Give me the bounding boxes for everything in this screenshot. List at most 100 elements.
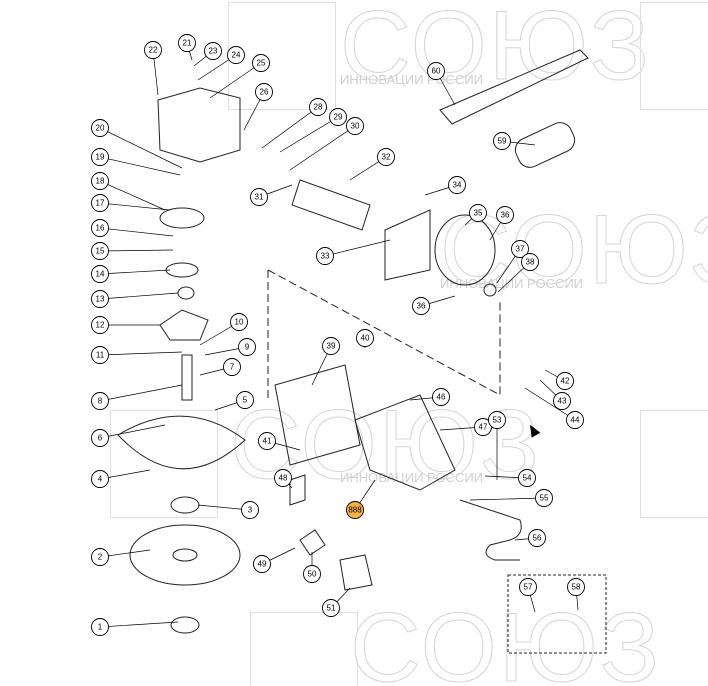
callout-circle xyxy=(322,337,340,355)
disc-hole xyxy=(172,548,198,562)
callout-circle xyxy=(469,204,487,222)
callout-15: 15 xyxy=(91,242,109,260)
callout-label: 40 xyxy=(361,334,370,343)
callout-label: 2 xyxy=(98,553,103,562)
leader-line xyxy=(99,269,171,275)
callout-50: 50 xyxy=(303,565,321,583)
callout-circle xyxy=(255,83,273,101)
watermark-subtitle: ИННОВАЦИИ РОССИИ xyxy=(440,276,584,291)
leader-line xyxy=(99,202,171,211)
callout-label: 39 xyxy=(327,342,336,351)
watermark-logo: СОЮЗ xyxy=(339,0,652,100)
callout-label: 12 xyxy=(96,321,105,330)
callout-40: 40 xyxy=(356,329,374,347)
callout-label: 18 xyxy=(96,177,105,186)
callout-9: 9 xyxy=(238,338,256,356)
callout-12: 12 xyxy=(91,316,109,334)
callout-label: 5 xyxy=(243,396,248,405)
callout-34: 34 xyxy=(448,176,466,194)
callout-label: 16 xyxy=(96,224,105,233)
callout-label: 56 xyxy=(533,534,542,543)
bearing xyxy=(177,286,195,300)
leader-line xyxy=(469,497,545,501)
callout-circle xyxy=(488,411,506,429)
callout-label: 34 xyxy=(453,181,462,190)
callout-label: 22 xyxy=(149,46,158,55)
watermark-logo-box xyxy=(250,612,358,686)
callout-label: 42 xyxy=(561,377,570,386)
callout-43: 43 xyxy=(553,392,571,410)
callout-circle xyxy=(316,247,334,265)
callout-2: 2 xyxy=(91,548,109,566)
callout-label: 44 xyxy=(571,416,580,425)
callout-label: 43 xyxy=(558,397,567,406)
callout-11: 11 xyxy=(91,346,109,364)
callout-label: 50 xyxy=(308,570,317,579)
callout-circle xyxy=(377,148,395,166)
callout-label: 10 xyxy=(235,318,244,327)
callout-label: 51 xyxy=(327,604,336,613)
callout-label: 54 xyxy=(523,474,532,483)
callout-7: 7 xyxy=(223,358,241,376)
callout-label: 35 xyxy=(474,209,483,218)
leader-line xyxy=(99,227,174,237)
callout-circle xyxy=(91,346,109,364)
callout-circle xyxy=(236,391,254,409)
callout-circle xyxy=(448,176,466,194)
callout-circle xyxy=(144,41,162,59)
leader-line xyxy=(289,125,356,171)
callout-circle xyxy=(346,117,364,135)
callout-58: 58 xyxy=(567,578,585,596)
leader-line xyxy=(99,384,183,402)
callout-10: 10 xyxy=(230,313,248,331)
callout-label: 20 xyxy=(96,124,105,133)
callout-label: 41 xyxy=(263,437,272,446)
callout-circle xyxy=(91,265,109,283)
callout-14: 14 xyxy=(91,265,109,283)
callout-26: 26 xyxy=(255,83,273,101)
callout-label: 17 xyxy=(96,199,105,208)
callout-46: 46 xyxy=(432,388,450,406)
callout-circle xyxy=(566,411,584,429)
callout-circle xyxy=(91,290,109,308)
callout-label: 11 xyxy=(96,351,105,360)
watermark-logo-box xyxy=(640,410,708,518)
bearing-plate xyxy=(165,262,199,278)
spindle xyxy=(181,354,193,401)
callout-circle xyxy=(238,338,256,356)
armature xyxy=(291,179,371,231)
callout-label: 58 xyxy=(572,583,581,592)
callout-60: 60 xyxy=(427,62,445,80)
capacitor xyxy=(299,529,326,556)
callout-41: 41 xyxy=(258,432,276,450)
callout-circle xyxy=(91,119,109,137)
callout-label: 57 xyxy=(524,583,533,592)
callout-circle xyxy=(241,501,259,519)
callout-circle xyxy=(91,429,109,447)
callout-circle xyxy=(91,148,109,166)
callout-circle xyxy=(253,555,271,573)
callout-21: 21 xyxy=(178,34,196,52)
callout-circle xyxy=(91,316,109,334)
callout-13: 13 xyxy=(91,290,109,308)
callout-label: 13 xyxy=(96,295,105,304)
callout-circle xyxy=(322,599,340,617)
leader-line xyxy=(99,180,166,211)
callout-circle xyxy=(250,188,268,206)
callout-49: 49 xyxy=(253,555,271,573)
callout-label: 15 xyxy=(96,247,105,256)
callout-circle xyxy=(528,529,546,547)
callout-circle xyxy=(521,253,539,271)
callout-22: 22 xyxy=(144,41,162,59)
spanner-wrench xyxy=(439,49,589,125)
callout-circle xyxy=(329,108,347,126)
callout-label: 59 xyxy=(498,137,507,146)
leader-line xyxy=(99,621,179,628)
callout-circle xyxy=(303,565,321,583)
watermark-subtitle: ИННОВАЦИИ РОССИИ xyxy=(340,72,484,87)
callout-4: 4 xyxy=(91,470,109,488)
callout-circle xyxy=(91,618,109,636)
callout-55: 55 xyxy=(535,489,553,507)
callout-8: 8 xyxy=(91,392,109,410)
